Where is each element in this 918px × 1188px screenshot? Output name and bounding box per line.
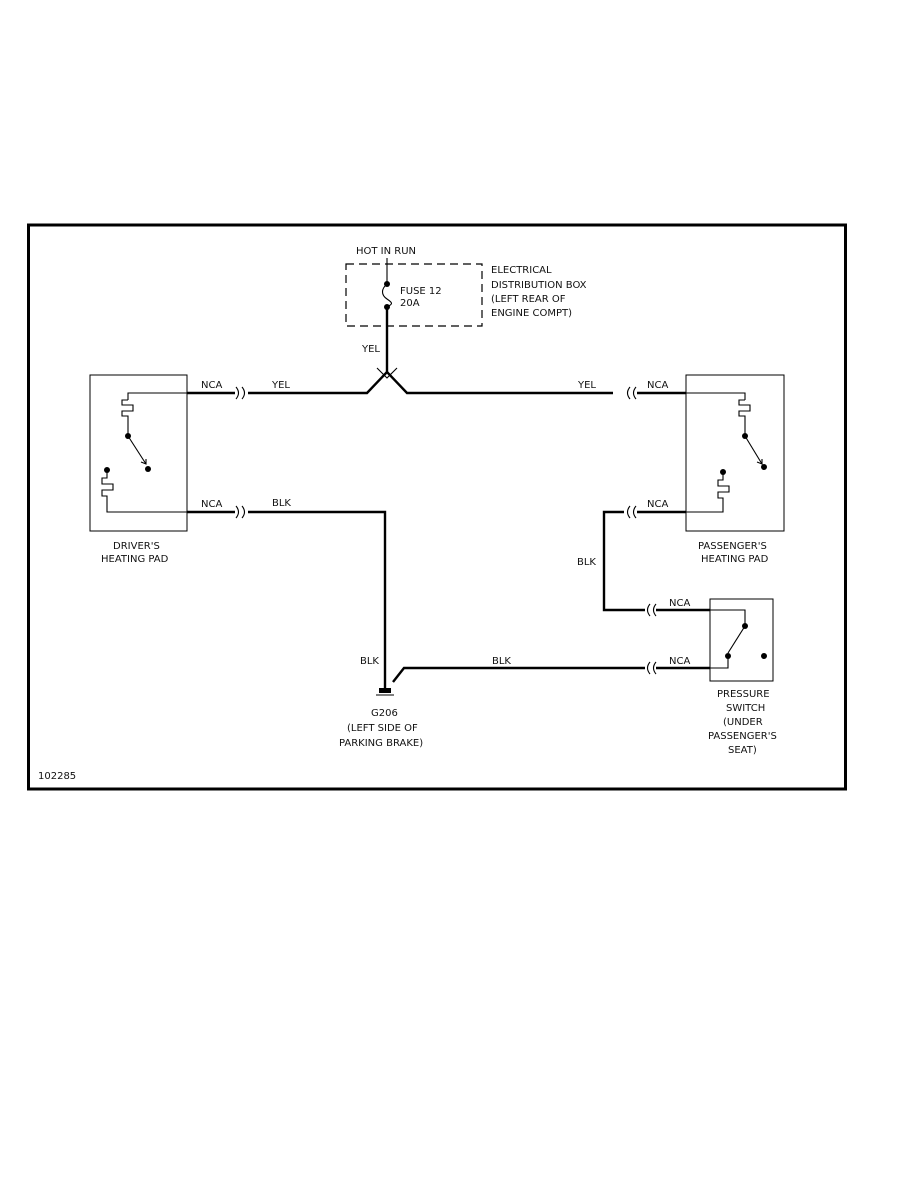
passenger-pad-label-1: PASSENGER'S (698, 541, 767, 552)
blk-passenger-wire (602, 510, 645, 612)
driver-top-connector-icon (235, 386, 246, 400)
distribution-box-label-2: DISTRIBUTION BOX (491, 280, 587, 291)
yel-feed-label: YEL (361, 344, 380, 355)
pressure-switch-label-1: PRESSURE (717, 689, 770, 700)
driver-heating-element-icon (121, 392, 187, 434)
ground-label-3: PARKING BRAKE) (339, 738, 423, 749)
blk-bottom-wire (392, 666, 645, 683)
blk-left-label: BLK (272, 498, 291, 509)
passenger-heating-pad-box (685, 374, 785, 532)
diagram-frame (27, 223, 847, 791)
driver-pad-label-1: DRIVER'S (113, 541, 160, 552)
pressure-switch-label-4: PASSENGER'S (708, 731, 777, 742)
pressure-switch-label-3: (UNDER (723, 717, 763, 728)
passenger-bottom-connector-label: NCA (647, 499, 668, 510)
blk-ground-label: BLK (360, 656, 379, 667)
distribution-box-label-4: ENGINE COMPT) (491, 308, 572, 319)
ground-label-1: G206 (371, 708, 398, 719)
driver-lower-element-icon (101, 470, 187, 513)
fuse-icon (381, 283, 393, 308)
fuse-rating-label: 20A (400, 298, 420, 309)
switch-internal-top-wire (710, 609, 746, 624)
splice-icon (376, 367, 398, 379)
passenger-switch-contact (761, 464, 767, 470)
distribution-box-label-3: (LEFT REAR OF (491, 294, 566, 305)
driver-bottom-connector-icon (235, 505, 246, 519)
driver-switch-contact (145, 466, 151, 472)
blk-bottom-label: BLK (492, 656, 511, 667)
passenger-heating-element-icon (686, 392, 751, 434)
passenger-switch-arm (744, 435, 763, 465)
ground-icon (379, 688, 391, 693)
blk-right-label: BLK (577, 557, 596, 568)
driver-switch-arm (127, 435, 147, 465)
switch-bottom-connector-icon (646, 661, 657, 675)
yel-main-wire (248, 370, 613, 395)
passenger-top-connector-label: NCA (647, 380, 668, 391)
driver-bottom-connector-label: NCA (201, 499, 222, 510)
fuse-label: FUSE 12 (400, 286, 442, 297)
pressure-switch-label-2: SWITCH (726, 703, 765, 714)
driver-heating-pad-box (89, 374, 188, 532)
passenger-top-connector-icon (626, 386, 637, 400)
driver-pad-label-2: HEATING PAD (101, 554, 169, 565)
blk-driver-wire (248, 510, 387, 680)
driver-switch-arrow-icon (140, 459, 147, 465)
passenger-switch-arrow-icon (756, 459, 763, 465)
yel-left-label: YEL (271, 380, 290, 391)
passenger-lower-element-icon (686, 472, 730, 513)
hot-in-run-label: HOT IN RUN (356, 246, 416, 257)
driver-top-connector-label: NCA (201, 380, 222, 391)
switch-internal-bottom-wire (710, 656, 729, 669)
ground-label-2: (LEFT SIDE OF (347, 723, 418, 734)
switch-bottom-connector-label: NCA (669, 656, 690, 667)
pressure-switch-box (709, 598, 774, 682)
switch-top-connector-label: NCA (669, 598, 690, 609)
pressure-switch-label-5: SEAT) (728, 745, 757, 756)
passenger-pad-label-2: HEATING PAD (701, 554, 769, 565)
distribution-box-label-1: ELECTRICAL (491, 265, 552, 276)
switch-right-terminal (761, 653, 767, 659)
yel-right-label: YEL (577, 380, 596, 391)
figure-number: 102285 (38, 771, 76, 782)
passenger-bottom-connector-icon (626, 505, 637, 519)
switch-arm (727, 625, 746, 654)
distribution-box-outline (345, 263, 483, 327)
switch-top-connector-icon (646, 603, 657, 617)
